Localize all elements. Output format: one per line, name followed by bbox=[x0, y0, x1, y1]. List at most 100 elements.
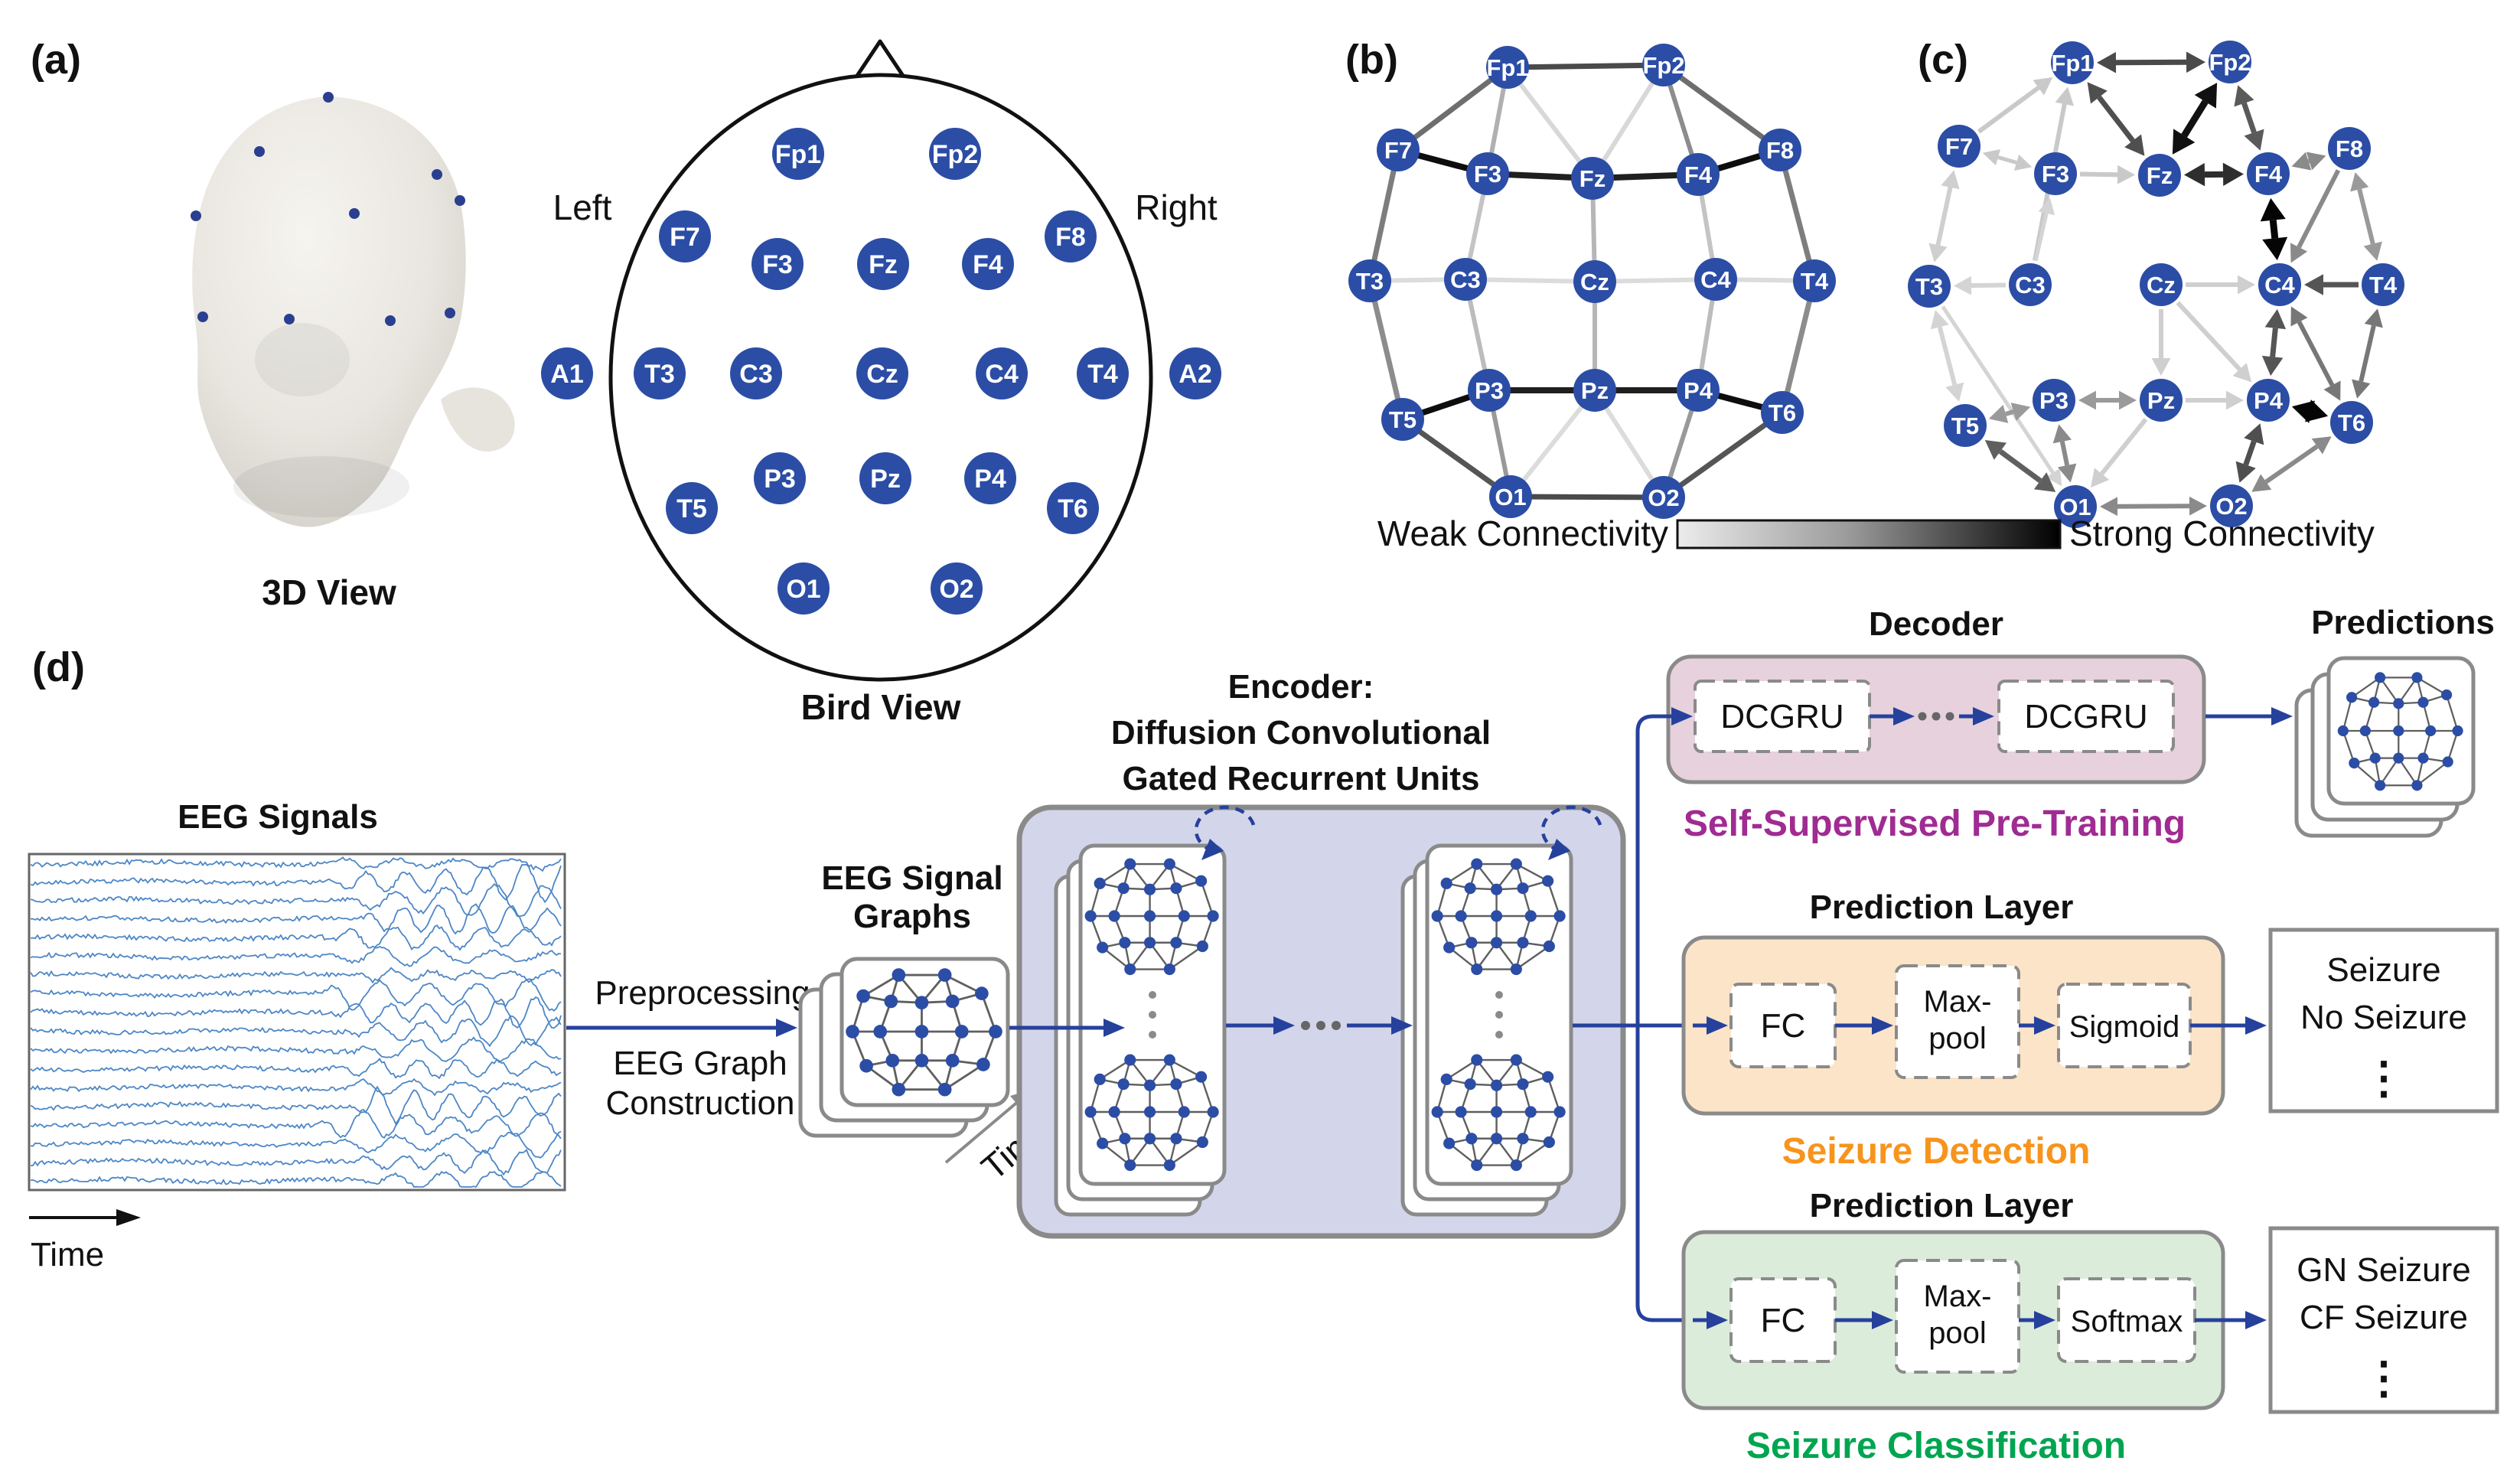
electrode-node-C4 bbox=[1694, 258, 1737, 301]
electrode-label-F8: F8 bbox=[1766, 137, 1794, 164]
eeg-trace-channel bbox=[30, 924, 562, 951]
electrode-label-F3: F3 bbox=[762, 250, 793, 279]
arrowhead-icon bbox=[2034, 1016, 2055, 1035]
self-loop-arc bbox=[1194, 805, 1256, 853]
electrode-node-T5 bbox=[1381, 398, 1424, 441]
electrode-node-P4 bbox=[2247, 379, 2290, 422]
detection-output-ellipsis: ⋮ bbox=[2362, 1053, 2406, 1103]
eeg-graph-icon bbox=[1084, 858, 1219, 976]
icon-node bbox=[1207, 1106, 1219, 1118]
electrode-node-Fz bbox=[2138, 154, 2181, 197]
icon-node bbox=[873, 1025, 888, 1038]
flow-arrows bbox=[566, 707, 2293, 1329]
electrode-node-T6 bbox=[1047, 482, 1099, 534]
connectivity-edge bbox=[1508, 389, 1597, 498]
arrowhead-icon bbox=[1391, 1016, 1413, 1035]
ellipsis-dot bbox=[1316, 1021, 1325, 1030]
icon-node bbox=[2349, 758, 2360, 769]
icon-node bbox=[892, 968, 906, 982]
icon-node bbox=[937, 1082, 952, 1097]
icon-node bbox=[1094, 877, 1106, 889]
icon-node bbox=[2337, 725, 2349, 737]
icon-node bbox=[1108, 1106, 1120, 1118]
electrode-label-C3: C3 bbox=[2015, 272, 2046, 298]
directed-edge bbox=[2176, 301, 2241, 371]
electrode-label-Fz: Fz bbox=[1579, 165, 1606, 192]
directed-edge bbox=[2181, 99, 2209, 138]
icon-node bbox=[1471, 1054, 1483, 1066]
electrode-node-O1 bbox=[1489, 475, 1532, 518]
icon-node bbox=[914, 996, 929, 1010]
eeg-trace-channel bbox=[30, 1015, 562, 1048]
icon-node bbox=[1431, 1106, 1443, 1118]
eeg-graph-icon bbox=[2337, 672, 2463, 791]
icon-node bbox=[1170, 1078, 1182, 1091]
icon-node bbox=[2375, 780, 2386, 791]
directed-edge bbox=[2297, 169, 2341, 249]
electrode-node-F4 bbox=[962, 238, 1014, 290]
arrowhead-icon bbox=[2151, 358, 2171, 376]
ellipsis-dot bbox=[1301, 1021, 1310, 1030]
directed-edge bbox=[2059, 441, 2070, 466]
icon-node bbox=[976, 1058, 990, 1071]
icon-node bbox=[945, 1053, 960, 1068]
icon-node bbox=[1517, 937, 1529, 949]
encoder-stack-left bbox=[1054, 805, 1256, 1217]
icon-edge bbox=[2379, 758, 2400, 786]
electrode-label-T5: T5 bbox=[676, 494, 707, 523]
icon-node bbox=[2442, 756, 2453, 768]
icon-node bbox=[1119, 937, 1131, 949]
arrowhead-icon bbox=[2364, 308, 2383, 328]
arrowhead-icon bbox=[2235, 461, 2256, 483]
icon-node bbox=[975, 986, 989, 1000]
electrode-node-C3 bbox=[730, 347, 782, 399]
self-supervised-caption: Self-Supervised Pre-Training bbox=[1684, 804, 2186, 844]
icon-edge bbox=[1099, 1059, 1131, 1081]
electrode-label-F7: F7 bbox=[670, 223, 700, 252]
icon-node bbox=[1084, 1106, 1097, 1118]
icon-edge bbox=[1200, 880, 1214, 917]
connectivity-gradient-bar bbox=[1676, 519, 2062, 549]
eeg-trace-channel bbox=[30, 1078, 562, 1097]
arrowhead-icon bbox=[2232, 363, 2252, 383]
connectivity-edge bbox=[1396, 65, 1510, 152]
icon-node bbox=[1207, 910, 1219, 922]
eeg-trace-channel bbox=[30, 1108, 562, 1140]
connectivity-edge bbox=[1507, 62, 1664, 70]
electrode-node-Pz bbox=[859, 452, 911, 504]
arrowhead-icon bbox=[1988, 405, 2009, 423]
icon-node bbox=[2346, 692, 2358, 703]
electrode-label-O2: O2 bbox=[939, 575, 973, 604]
arrowhead-icon bbox=[2244, 129, 2264, 151]
directed-edge bbox=[2100, 418, 2148, 476]
connectivity-edge bbox=[1367, 280, 1406, 420]
eeg-graphs-stack bbox=[798, 957, 1010, 1138]
arrowhead-icon bbox=[1984, 439, 2007, 460]
eeg-trace-channel bbox=[30, 863, 562, 904]
icon-node bbox=[2393, 752, 2404, 764]
electrode-node-Fp1 bbox=[1486, 46, 1529, 89]
icon-edge bbox=[1515, 945, 1550, 970]
self-loop-arrowhead-icon bbox=[1201, 839, 1224, 860]
icon-node bbox=[1143, 1106, 1156, 1118]
icon-node bbox=[1195, 875, 1208, 887]
icon-node bbox=[1553, 910, 1566, 922]
electrode-node-F8 bbox=[1759, 129, 1801, 171]
icon-node bbox=[1097, 941, 1109, 954]
icon-node bbox=[1196, 940, 1208, 953]
panel-d-label: (d) bbox=[32, 644, 85, 690]
arrowhead-icon bbox=[2306, 152, 2326, 171]
arrowhead-icon bbox=[2271, 707, 2293, 725]
arrowhead-icon bbox=[2291, 400, 2315, 423]
icon-edge bbox=[1515, 1141, 1550, 1166]
electrode-label-F4: F4 bbox=[973, 250, 1003, 279]
icon-node bbox=[2411, 780, 2423, 791]
self-loop-arc bbox=[1540, 805, 1602, 853]
eeg-trace-channel bbox=[31, 1149, 562, 1176]
electrode-node-P3 bbox=[2033, 379, 2075, 422]
electrode-node-T3 bbox=[634, 347, 686, 399]
electrode-label-F4: F4 bbox=[1684, 161, 1713, 188]
arrowhead-icon bbox=[1930, 309, 1949, 330]
